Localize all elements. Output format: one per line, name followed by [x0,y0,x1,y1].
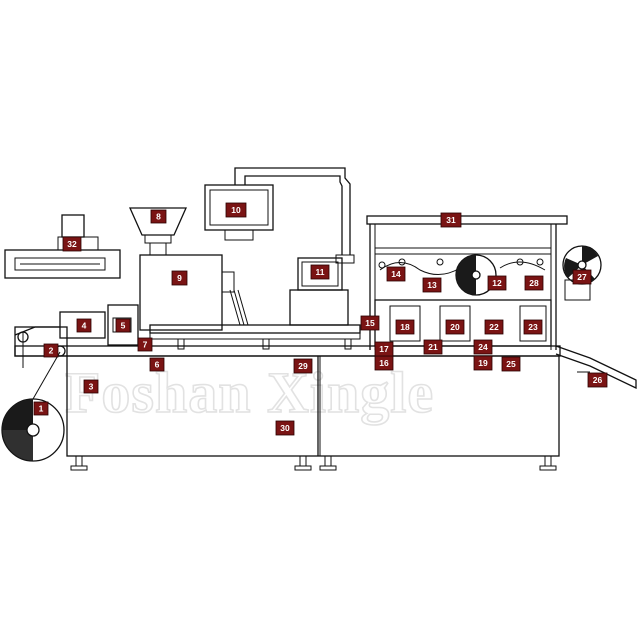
callout-29: 29 [293,358,313,374]
callout-32: 32 [62,236,82,252]
callout-9: 9 [171,270,188,286]
hopper [128,207,188,256]
svg-text:3: 3 [89,382,94,392]
svg-text:6: 6 [155,360,160,370]
svg-text:19: 19 [478,358,488,368]
svg-text:31: 31 [446,215,456,225]
svg-text:15: 15 [365,318,375,328]
svg-text:28: 28 [529,278,539,288]
forming-station [139,254,361,350]
watermark: Foshan Xingle [65,360,434,425]
svg-text:4: 4 [82,321,87,331]
callout-28: 28 [524,275,544,291]
callout-11: 11 [310,264,330,280]
svg-text:32: 32 [67,239,77,249]
callout-2: 2 [43,343,59,358]
callout-31: 31 [440,212,462,228]
control-panel [204,167,355,264]
svg-text:26: 26 [593,375,603,385]
callout-19: 19 [473,355,493,371]
svg-text:16: 16 [379,358,389,368]
callout-13: 13 [422,277,442,293]
callout-14: 14 [386,266,406,282]
callout-30: 30 [275,420,295,436]
callout-20: 20 [445,319,465,335]
svg-text:18: 18 [400,322,410,332]
svg-text:5: 5 [121,321,126,331]
foil-reel-12 [455,254,497,296]
svg-text:20: 20 [450,322,460,332]
callout-15: 15 [360,315,380,331]
svg-text:9: 9 [177,273,182,283]
svg-text:25: 25 [506,359,516,369]
svg-text:21: 21 [428,342,438,352]
callout-1: 1 [33,401,49,416]
monitor-stand [289,257,349,326]
svg-text:13: 13 [427,280,437,290]
svg-text:27: 27 [577,272,587,282]
callout-6: 6 [149,357,165,372]
callout-8: 8 [150,209,167,224]
svg-text:23: 23 [528,322,538,332]
callout-24: 24 [473,339,493,355]
callout-10: 10 [225,202,247,218]
callout-5: 5 [115,318,131,333]
packaging-module [366,215,568,350]
callout-23: 23 [523,319,543,335]
svg-text:22: 22 [489,322,499,332]
auxiliary-unit-32 [4,214,121,279]
svg-text:29: 29 [298,361,308,371]
svg-text:10: 10 [231,205,241,215]
svg-text:17: 17 [379,344,389,354]
svg-text:8: 8 [156,212,161,222]
callout-26: 26 [587,372,608,388]
svg-text:30: 30 [280,423,290,433]
svg-text:12: 12 [492,278,502,288]
svg-text:11: 11 [316,267,325,277]
callout-21: 21 [423,339,443,355]
callout-22: 22 [484,319,504,335]
svg-text:2: 2 [49,346,54,356]
film-reel-1 [1,351,65,462]
svg-text:14: 14 [391,269,401,279]
callout-16: 16 [374,355,394,371]
callout-4: 4 [76,318,92,333]
callout-12: 12 [487,275,507,291]
svg-text:1: 1 [39,404,44,414]
svg-text:7: 7 [143,340,148,350]
output-chute [555,345,637,390]
callout-18: 18 [395,319,415,335]
callout-7: 7 [137,337,153,352]
callout-25: 25 [501,356,521,372]
callout-27: 27 [572,269,592,285]
svg-text:24: 24 [478,342,488,352]
left-feed-section [14,304,139,368]
callout-3: 3 [83,379,99,394]
callout-17: 17 [374,341,394,357]
